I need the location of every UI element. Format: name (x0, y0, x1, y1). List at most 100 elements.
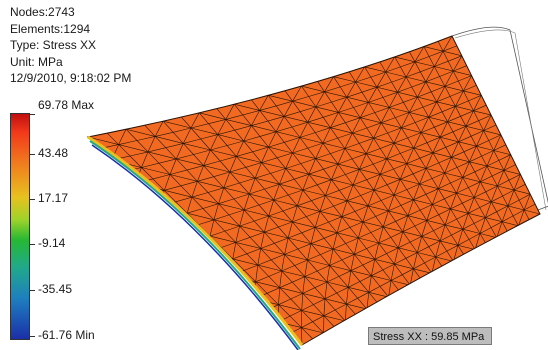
mesh-edge (455, 106, 461, 117)
mesh-edge (379, 61, 386, 73)
mesh-edge (332, 232, 338, 250)
mesh-edge (389, 102, 404, 108)
mesh-edge (450, 202, 463, 210)
mesh-edge (344, 148, 367, 154)
mesh-edge (371, 275, 392, 281)
mesh-edge (301, 327, 314, 340)
mesh-edge (213, 171, 230, 177)
mesh-edge (473, 217, 486, 224)
mesh-edge (490, 201, 497, 212)
mesh-edge (463, 151, 470, 162)
mesh-edge (338, 270, 352, 277)
undeformed-outline-2 (454, 29, 547, 211)
mesh-edge (496, 211, 503, 222)
mesh-edge (352, 184, 374, 191)
mesh-edge (235, 242, 261, 249)
mesh-edge (491, 175, 498, 187)
mesh-edge (154, 121, 164, 137)
mesh-edge (353, 102, 369, 108)
mesh-edge (223, 171, 231, 188)
mesh-edge (251, 110, 260, 126)
mesh-edge (284, 137, 300, 143)
mesh-edge (249, 188, 265, 195)
mesh-edge (218, 203, 245, 211)
mesh-edge (502, 189, 515, 197)
mesh-edge (203, 165, 214, 177)
mesh-edge (493, 134, 502, 151)
mesh-edge (366, 148, 381, 154)
mesh-edge (251, 125, 277, 132)
mesh-edge (292, 216, 307, 223)
mesh-edge (319, 205, 334, 212)
mesh-edge (348, 281, 361, 288)
mesh-edge (479, 207, 486, 218)
mesh-edge (239, 220, 255, 227)
mesh-edge (129, 151, 149, 157)
mesh-edge (223, 187, 235, 200)
mesh-edge (285, 168, 309, 175)
mesh-edge (444, 172, 463, 178)
mesh-edge (469, 161, 476, 172)
mesh-edge (176, 158, 204, 166)
mesh-edge (183, 143, 211, 151)
mesh-edge (264, 226, 279, 233)
mesh-edge (354, 248, 367, 255)
mesh-edge (386, 153, 401, 160)
mesh-edge (283, 101, 293, 117)
mesh-edge (480, 175, 493, 183)
mesh-edge (341, 216, 363, 223)
mesh-edge (336, 216, 343, 233)
mesh-edge (260, 248, 272, 261)
mesh-edge (301, 310, 324, 317)
mesh-edge (409, 268, 414, 286)
mesh-edge (366, 292, 370, 310)
mesh-edge (281, 270, 305, 277)
mesh-edge (275, 131, 285, 143)
probe-tooltip[interactable]: Stress XX : 59.85 MPa (368, 327, 492, 345)
mesh-edge (302, 184, 318, 191)
mesh-edge (447, 116, 461, 123)
mesh-edge (354, 237, 359, 255)
mesh-edge (249, 231, 265, 238)
mesh-edge (202, 203, 219, 209)
stress-mesh[interactable] (86, 35, 541, 350)
edge-stress-band-min (91, 144, 299, 350)
mesh-edge (315, 158, 338, 165)
mesh-edge (175, 201, 188, 214)
mesh-edge (366, 122, 382, 129)
mesh-edge (349, 227, 359, 239)
mesh-edge (438, 214, 446, 226)
mesh-edge (294, 259, 308, 266)
mesh-edge (245, 162, 262, 168)
mesh-edge (439, 240, 448, 252)
mesh-edge (268, 146, 293, 154)
mesh-edge (165, 143, 184, 148)
mesh-edge (301, 321, 313, 328)
mesh-edge (290, 298, 302, 311)
mesh-edge (300, 106, 316, 112)
mesh-edge (190, 127, 218, 135)
mesh-edge (497, 185, 515, 191)
mesh-edge (235, 226, 240, 243)
mesh-edge (413, 142, 428, 149)
mesh-edge (379, 280, 392, 287)
mesh-edge (406, 183, 420, 190)
mesh-edge (378, 226, 384, 244)
mesh-edge (294, 179, 304, 191)
mesh-edge (294, 173, 309, 180)
mesh-edge (289, 315, 302, 328)
mesh-edge (444, 80, 459, 87)
mesh-edge (470, 130, 484, 137)
mesh-edge (381, 117, 396, 124)
mesh-edge (209, 230, 225, 237)
mesh-edge (221, 242, 236, 248)
mesh-edge (426, 142, 434, 153)
mesh-edge (364, 66, 386, 73)
mesh-edge (406, 76, 426, 83)
mesh-edge (176, 154, 194, 160)
mesh-edge (413, 262, 425, 270)
mesh-edge (395, 215, 409, 222)
mesh-edge (278, 304, 302, 311)
mesh-edge (412, 168, 427, 175)
